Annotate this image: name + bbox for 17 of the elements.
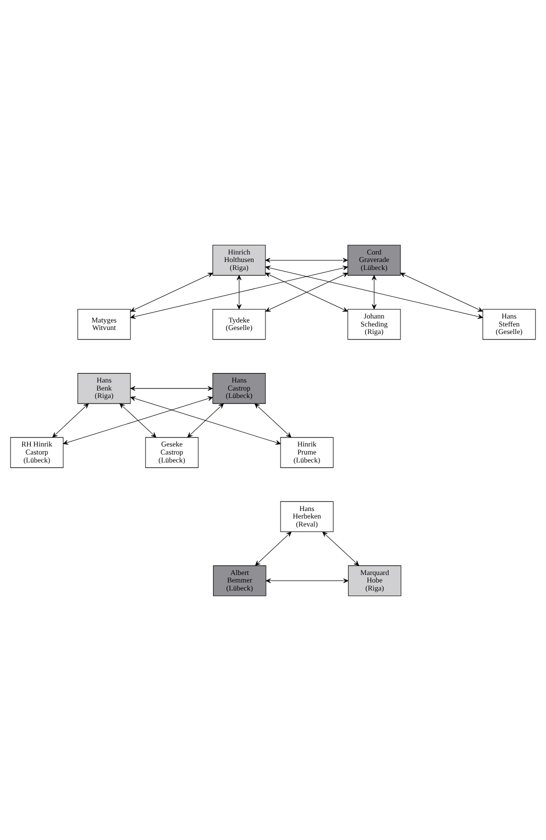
arrow — [400, 272, 483, 312]
arrow — [52, 402, 89, 438]
arrow — [372, 274, 376, 309]
arrow — [130, 396, 281, 444]
arrow — [236, 274, 242, 309]
arrow — [130, 272, 214, 312]
arrow — [254, 402, 292, 438]
arrow — [265, 257, 348, 262]
arrow — [120, 402, 156, 438]
arrow — [130, 386, 213, 390]
arrow — [266, 578, 348, 583]
arrow — [255, 531, 292, 566]
arrow — [63, 396, 213, 444]
arrow — [265, 265, 483, 318]
arrow — [187, 402, 224, 438]
arrow — [130, 265, 348, 318]
arrow — [322, 531, 360, 566]
